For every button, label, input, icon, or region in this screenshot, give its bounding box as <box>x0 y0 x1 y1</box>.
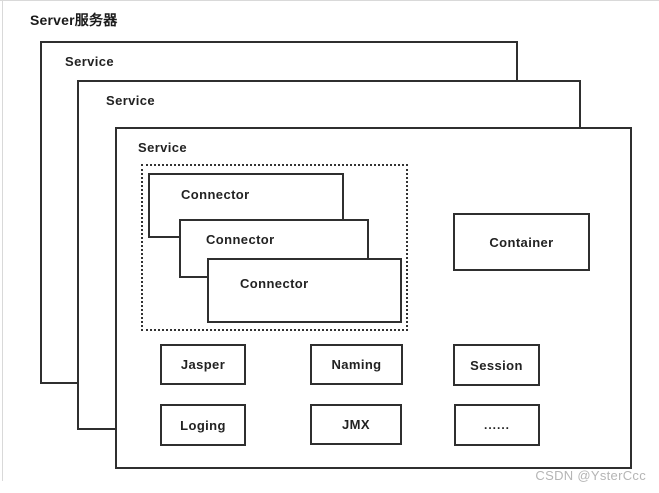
module-box-naming: Naming <box>310 344 403 385</box>
module-box-jasper: Jasper <box>160 344 246 385</box>
csdn-watermark: CSDN @YsterCcc <box>535 468 646 483</box>
frame-top-line <box>0 0 659 1</box>
connector-label-2: Connector <box>206 232 275 247</box>
connector-label-3: Connector <box>240 276 309 291</box>
module-box-jmx: JMX <box>310 404 402 445</box>
service-label-front: Service <box>138 140 188 155</box>
frame-left-line <box>2 0 3 481</box>
server-title: Server服务器 <box>30 12 118 28</box>
module-box-loging: Loging <box>160 404 246 446</box>
container-box: Container <box>453 213 590 271</box>
connector-label-1: Connector <box>181 187 250 202</box>
connector-group-dotted-outline <box>141 164 408 331</box>
module-box-ellipsis: ...... <box>454 404 540 446</box>
service-label-middle: Service <box>106 93 156 108</box>
service-label-back: Service <box>65 54 115 69</box>
connector-box-3: Connector <box>207 258 402 323</box>
module-box-session: Session <box>453 344 540 386</box>
